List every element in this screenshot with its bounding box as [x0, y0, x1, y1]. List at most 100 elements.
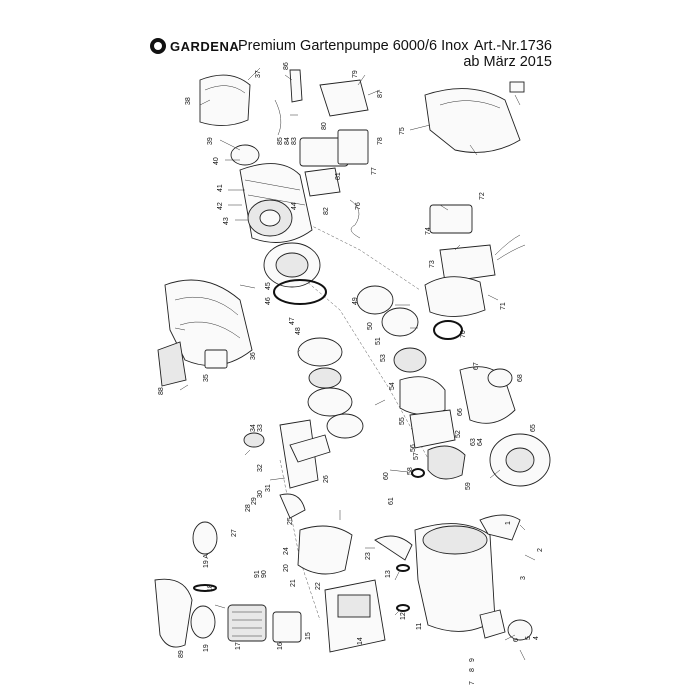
part-38-housing	[199, 74, 251, 126]
callout-label: 37	[255, 70, 262, 78]
callout-label: 91	[254, 570, 261, 578]
callout-label: 56	[410, 444, 417, 452]
callout-label: 19 A	[203, 554, 210, 568]
callout-label: 68	[517, 374, 524, 382]
part-35-switch	[509, 81, 525, 93]
callout-label: 75	[399, 127, 406, 135]
part-35-switch-lower	[204, 349, 228, 369]
part-6-valve	[507, 619, 533, 641]
part-88-handle	[157, 341, 187, 387]
callout-label: 78	[377, 137, 384, 145]
callout-label: 46	[265, 297, 272, 305]
callout-label: 45	[265, 282, 272, 290]
o-ring-70	[433, 320, 463, 340]
part-14-filter-screen	[337, 594, 371, 618]
callout-label: 84	[284, 137, 291, 145]
callout-label: 9	[469, 658, 476, 662]
part-19-cap	[190, 605, 216, 639]
brand-name: GARDENA	[170, 38, 240, 54]
callout-label: 7	[469, 681, 476, 685]
callout-label: 60	[383, 472, 390, 480]
article-number: Art.-Nr.1736	[473, 38, 552, 54]
callout-labels: 1 2 3 4 5 6 7 8 9 11 12 13 14 15 16 17 1…	[158, 62, 544, 685]
callout-label: 32	[257, 464, 264, 472]
callout-label: 39	[207, 137, 214, 145]
callout-label: 23	[365, 552, 372, 560]
callout-label: 8	[469, 668, 476, 672]
callout-label: 63	[470, 438, 477, 446]
impeller-50b	[308, 367, 342, 389]
callout-label: 43	[223, 217, 230, 225]
callout-label: 71	[500, 302, 507, 310]
callout-label: 64	[477, 438, 484, 446]
cable-71	[494, 234, 526, 261]
callout-label: 26	[323, 475, 330, 483]
diffuser-49b	[297, 337, 343, 367]
callout-label: 79	[352, 70, 359, 78]
callout-label: 13	[385, 570, 392, 578]
callout-label: 77	[371, 167, 378, 175]
part-19a-cap	[192, 521, 218, 555]
callout-label: 47	[289, 317, 296, 325]
callout-label: 49	[352, 297, 359, 305]
callout-label: 70	[460, 330, 467, 338]
brand-logo: GARDENA	[150, 38, 239, 54]
callout-label: 87	[377, 90, 384, 98]
o-ring-18	[193, 584, 217, 592]
callout-label: 21	[290, 579, 297, 587]
part-54-stage-housing	[399, 376, 446, 415]
callout-label: 44	[291, 202, 298, 210]
callout-label: 81	[335, 172, 342, 180]
part-86-pressure-switch	[289, 69, 303, 103]
impeller-53	[393, 347, 427, 373]
callout-label: 2	[537, 548, 544, 552]
callout-label: 28	[245, 504, 252, 512]
callout-label: 20	[283, 564, 290, 572]
part-25-grip	[279, 493, 306, 519]
callout-label: 18	[207, 584, 214, 592]
part-71-sensor-housing	[424, 276, 486, 317]
callout-label: 29	[251, 497, 258, 505]
callout-label: 61	[388, 497, 395, 505]
callout-label: 55	[399, 417, 406, 425]
callout-label: 34	[250, 424, 257, 432]
part-89-lid	[154, 578, 193, 648]
diffuser-50c	[326, 413, 364, 439]
part-87-cover	[319, 79, 369, 117]
part-81-gasket	[304, 167, 341, 197]
diffuser-50a	[381, 307, 419, 337]
callout-label: 24	[283, 547, 290, 555]
diffuser-49a	[356, 285, 394, 315]
callout-label: 73	[429, 260, 436, 268]
callout-label: 85	[277, 137, 284, 145]
callout-label: 48	[295, 327, 302, 335]
o-ring-46	[273, 279, 327, 305]
callout-label: 14	[357, 637, 364, 645]
part-24-handle-cover	[297, 525, 353, 575]
callout-label: 50	[367, 322, 374, 330]
callout-label: 36	[250, 352, 257, 360]
callout-label: 76	[355, 202, 362, 210]
exploded-parts-diagram: 1 2 3 4 5 6 7 8 9 11 12 13 14 15 16 17 1…	[154, 62, 551, 685]
callout-label: 4	[533, 636, 540, 640]
part-26-outlet	[289, 434, 331, 463]
callout-label: 19	[203, 644, 210, 652]
callout-label: 1	[505, 521, 512, 525]
callout-label: 83	[291, 137, 298, 145]
callout-label: 59	[465, 482, 472, 490]
callout-label: 66	[457, 408, 464, 416]
part-68-cap	[487, 368, 513, 388]
callout-label: 42	[217, 202, 224, 210]
callout-label: 3	[520, 576, 527, 580]
terminal-box-cover	[337, 129, 369, 165]
part-1-bracket	[374, 535, 413, 561]
callout-label: 67	[473, 362, 480, 370]
callout-label: 57	[413, 452, 420, 460]
callout-label: 58	[407, 467, 414, 475]
header: GARDENA Premium Gartenpumpe 6000/6 Inox …	[0, 0, 700, 80]
diffuser-49c	[307, 387, 353, 417]
validity-date: ab März 2015	[463, 54, 552, 70]
callout-label: 53	[380, 354, 387, 362]
o-ring-12	[396, 604, 410, 612]
callout-label: 89	[178, 650, 185, 658]
